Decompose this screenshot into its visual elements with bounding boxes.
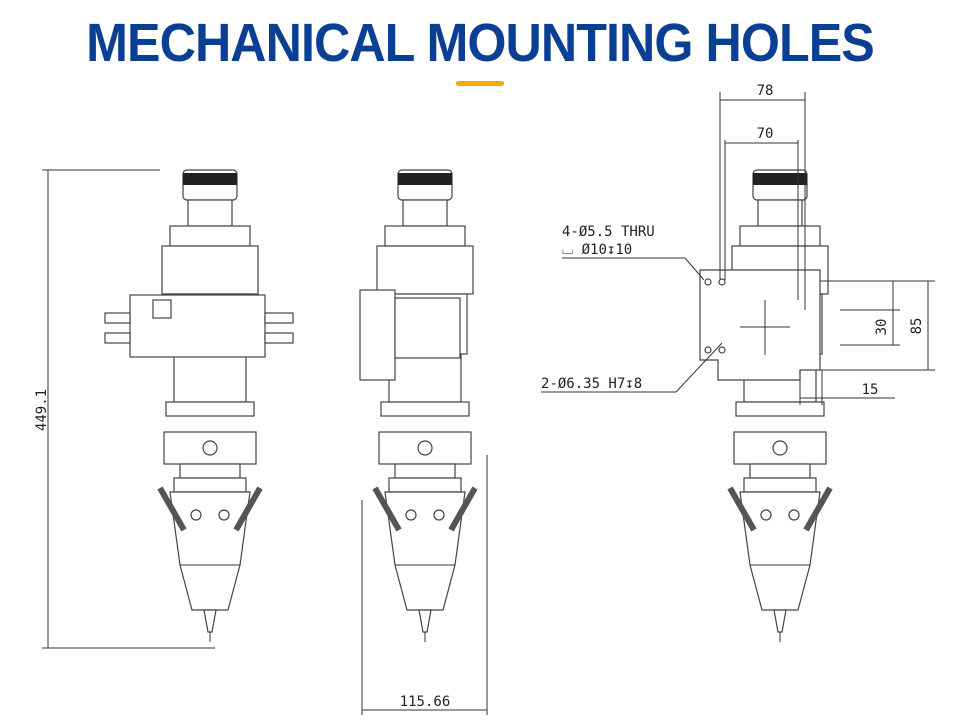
dim-15: 15 xyxy=(862,382,879,398)
dim-70: 70 xyxy=(757,126,774,142)
hole-callouts: 4-Ø5.5 THRU ⌴ Ø10↧10 2-Ø6.35 H7↧8 xyxy=(541,224,723,393)
title-underline-accent xyxy=(456,81,504,86)
dim-85: 85 xyxy=(909,318,925,335)
page-title: MECHANICAL MOUNTING HOLES xyxy=(86,13,875,73)
dim-30: 30 xyxy=(874,319,890,336)
side-view xyxy=(359,170,475,642)
callout-counterbore: ⌴ Ø10↧10 xyxy=(562,242,632,258)
dimension-top: 78 70 xyxy=(719,83,806,310)
dim-78: 78 xyxy=(757,83,774,99)
front-view xyxy=(104,170,294,642)
dim-449-1: 449.1 xyxy=(34,389,50,431)
dimension-overall-height: 449.1 xyxy=(34,169,215,649)
dimension-right: 30 85 15 xyxy=(799,280,935,405)
dim-115-66: 115.66 xyxy=(400,694,451,710)
callout-thru-holes: 4-Ø5.5 THRU xyxy=(562,224,655,240)
dimension-width: 115.66 xyxy=(361,455,488,715)
callout-pin-holes: 2-Ø6.35 H7↧8 xyxy=(541,376,642,392)
